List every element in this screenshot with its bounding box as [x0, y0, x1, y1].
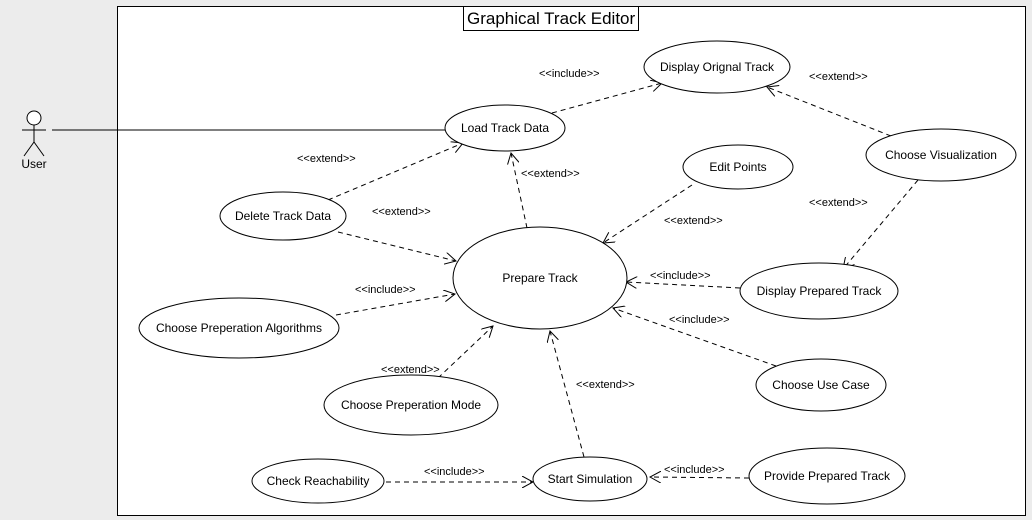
relation-label: <<extend>>	[664, 215, 723, 227]
use-case-label: Edit Points	[709, 160, 766, 174]
relation-label: <<extend>>	[521, 168, 580, 180]
use-case-ellipse[interactable]	[323, 374, 499, 436]
relation-label: <<include>>	[355, 284, 416, 296]
use-case-prepare[interactable]: Prepare Track	[452, 226, 628, 330]
use-case-ellipse[interactable]	[138, 297, 340, 359]
relation-load-to-display_orig[interactable]	[551, 83, 662, 114]
use-case-ellipse[interactable]	[251, 458, 385, 504]
relation-label: <<extend>>	[372, 206, 431, 218]
use-case-ellipse[interactable]	[532, 456, 648, 502]
use-case-delete[interactable]: Delete Track Data	[219, 191, 347, 241]
relation-label: <<extend>>	[809, 71, 868, 83]
use-case-display-orig[interactable]: Display Orignal Track	[643, 40, 791, 94]
relation-label: <<include>>	[664, 464, 725, 476]
actor-stick-figure-icon[interactable]	[22, 110, 46, 157]
relation-label: <<include>>	[539, 68, 600, 80]
use-case-check-reach[interactable]: Check Reachability	[251, 458, 385, 504]
use-case-ellipse[interactable]	[748, 447, 906, 505]
relation-choose_mode-to-prepare[interactable]	[437, 326, 493, 379]
relation-start_sim-to-prepare[interactable]	[550, 331, 585, 458]
use-case-ellipse[interactable]	[452, 226, 628, 330]
use-case-choose-vis[interactable]: Choose Visualization	[865, 128, 1017, 182]
relation-label: <<extend>>	[576, 379, 635, 391]
use-case-ellipse[interactable]	[444, 104, 566, 152]
use-case-ellipse[interactable]	[643, 40, 791, 94]
use-case-ellipse[interactable]	[219, 191, 347, 241]
use-case-choose-mode[interactable]: Choose Preperation Mode	[323, 374, 499, 436]
diagram-title: Graphical Track Editor	[463, 6, 640, 31]
use-case-ellipse[interactable]	[755, 358, 887, 412]
relation-choose_vis-to-display_orig[interactable]	[767, 87, 892, 137]
use-case-provide-prep[interactable]: Provide Prepared Track	[748, 447, 906, 505]
relation-choose_usecase-to-prepare[interactable]	[613, 308, 777, 367]
relation-label: <<extend>>	[297, 153, 356, 165]
use-case-label: Display Orignal Track	[660, 60, 775, 74]
use-case-label: Display Prepared Track	[757, 284, 883, 298]
relation-label: <<include>>	[669, 314, 730, 326]
use-case-label: Start Simulation	[548, 472, 633, 486]
use-case-label: Choose Use Case	[772, 378, 870, 392]
relation-label: <<include>>	[650, 270, 711, 282]
use-case-label: Prepare Track	[502, 271, 578, 285]
use-case-label: Choose Preperation Mode	[341, 398, 481, 412]
use-case-display-prep[interactable]: Display Prepared Track	[739, 262, 899, 320]
use-case-ellipse[interactable]	[739, 262, 899, 320]
use-case-choose-alg[interactable]: Choose Preperation Algorithms	[138, 297, 340, 359]
use-case-choose-usecase[interactable]: Choose Use Case	[755, 358, 887, 412]
relation-edit_points-to-prepare[interactable]	[603, 184, 693, 243]
relation-delete-to-prepare[interactable]	[337, 231, 456, 261]
relation-display_prep-to-prepare[interactable]	[626, 282, 741, 288]
relation-delete-to-load[interactable]	[327, 143, 463, 201]
relation-choose_vis-to-display_prep[interactable]	[843, 179, 919, 269]
use-case-label: Choose Visualization	[885, 148, 997, 162]
relation-label: <<extend>>	[809, 197, 868, 209]
use-case-label: Check Reachability	[267, 474, 370, 488]
relation-choose_alg-to-prepare[interactable]	[335, 294, 455, 316]
relation-label: <<include>>	[424, 466, 485, 478]
relation-prepare-to-load[interactable]	[511, 153, 528, 229]
actor-label: User	[21, 157, 47, 171]
use-case-start-sim[interactable]: Start Simulation	[532, 456, 648, 502]
use-case-load[interactable]: Load Track Data	[444, 104, 566, 152]
use-case-ellipse[interactable]	[682, 144, 794, 190]
use-case-label: Provide Prepared Track	[764, 469, 891, 483]
relation-label: <<extend>>	[381, 364, 440, 376]
use-case-label: Choose Preperation Algorithms	[156, 321, 322, 335]
use-case-label: Load Track Data	[461, 121, 549, 135]
use-case-label: Delete Track Data	[235, 209, 331, 223]
relation-provide_prep-to-start_sim[interactable]	[650, 477, 750, 478]
use-case-edit-points[interactable]: Edit Points	[682, 144, 794, 190]
use-case-ellipse[interactable]	[865, 128, 1017, 182]
